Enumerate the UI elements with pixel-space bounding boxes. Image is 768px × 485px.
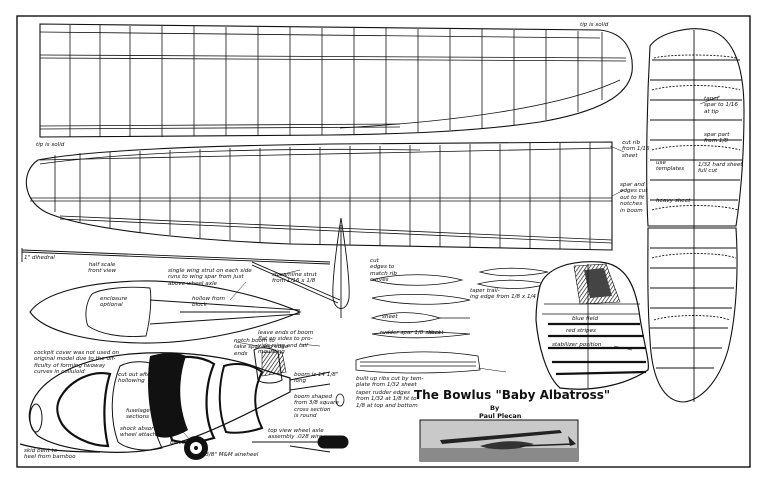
shock-absorbing-label: shock absorbing wheel attachment [120,426,171,439]
fuselage-sections-label: fuselage sections [126,408,150,421]
tip-solid-label-top: tip is solid [580,22,609,28]
cockpit-enclosure [29,280,302,344]
boom-ends-label: leave ends of boom flat on sides to pro-… [258,330,314,356]
stabilizer-position-label: stabilizer position [552,342,602,348]
sheet-label-b: sheet [428,330,444,336]
fuselage-cross-section [335,393,345,407]
cut-edges-label: cut edges to match rib curves [370,258,397,284]
tail-parts [355,267,549,374]
enclosure-label: enclosure optional [100,296,128,309]
leader-lines [177,95,721,441]
use-templates-label: use templates [656,160,685,173]
model-photo [419,419,579,462]
sheet-label-a: sheet [382,314,398,320]
stabilizer-panel [646,28,745,403]
built-up-ribs-label: built up ribs cut by tem- plate from 1/3… [356,376,424,389]
airwheel-label: 1 3/8" M&M airwheel [200,452,259,458]
fuselage-hatched-panel [261,351,287,377]
half-scale-label: half scale front view [88,262,117,275]
axle-assembly [252,435,349,453]
skid-label: skid bent to heel from bamboo [24,448,76,461]
tip-solid-label-left: tip is solid [36,142,65,148]
taper-trailing-label: taper trail- ing edge from 1/8 x 1/4 [470,288,536,301]
upper-wing-panel [39,23,633,138]
taper-spar-label: taper spar to 1/16 at tip [704,96,738,115]
author-name: Paul Plecan [479,412,522,420]
heavy-sheet-label: heavy sheet [656,198,691,204]
red-stripes-label: red stripes [566,328,596,334]
dihedral-label: 1" dihedral [24,255,55,261]
boom-shaped-label: boom shaped from 3/8 square cross sectio… [294,394,339,420]
cockpit-note-label: cockpit cover was not used on original m… [34,350,120,376]
front-view-fin [251,217,350,318]
block-label: block [170,440,185,446]
rudder-spar-label: rudder spar 1/8 sheet [380,330,441,336]
notch-boom-label: notch boom to take spar and edge ends [234,338,289,357]
spar-edges-label: spar and edges cut out to fit notches in… [620,182,648,214]
fuselage-dark-panel [148,353,188,438]
sheet-border [16,15,751,468]
front-view-wing-line [21,248,331,265]
blue-field-label: blue field [572,316,599,322]
hollow-block-label: hollow from block [192,296,225,309]
axle-label: top view wheel axle assembly .028 wire [268,428,324,441]
taper-rudder-label: taper rudder edges from 1/32 at 1/8 ht t… [356,390,418,409]
lower-wing-panel [25,141,613,251]
spar-part-label: spar part from 1/8 [704,132,730,145]
boom-length-label: boom is 14 1/8" long [294,372,339,385]
wing-strut-label: single wing strut on each side runs to w… [168,268,252,287]
cut-rib-label: cut rib from 1/16 sheet [622,140,650,159]
rudder-fin [535,261,649,390]
streamline-strut-label: streamline strut from 1/16 x 1/8 [272,272,317,285]
byline: By [490,404,500,412]
plan-title: The Bowlus "Baby Albatross" [414,388,611,402]
cut-out-label: cut out after hollowing [118,372,153,385]
airwheel [184,436,208,460]
hard-sheet-label: 1/32 hard sheet full cut [698,162,743,175]
